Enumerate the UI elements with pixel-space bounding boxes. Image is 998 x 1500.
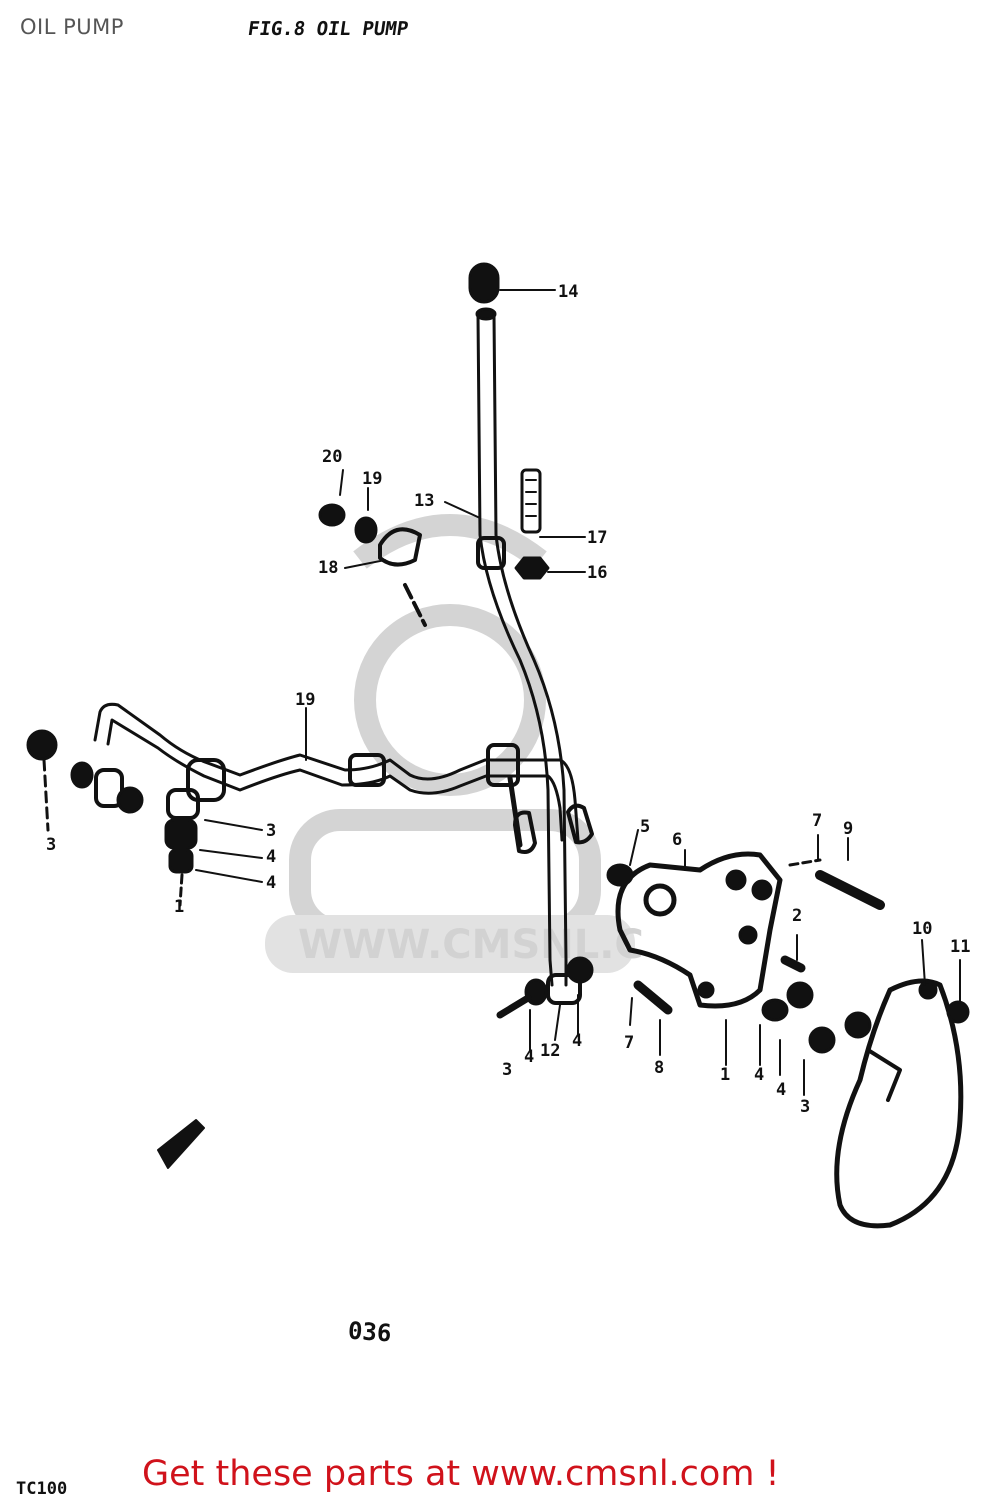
hose-end [513, 810, 537, 854]
callout-6: 6 [672, 830, 682, 850]
page-code: 036 [347, 1316, 393, 1348]
callout-19-pipe: 19 [295, 690, 315, 710]
callout-14: 14 [558, 282, 578, 302]
model-code: TC100 [16, 1479, 68, 1499]
callout-16: 16 [587, 563, 607, 583]
callout-20: 20 [322, 447, 342, 467]
callout-12: 12 [540, 1041, 560, 1061]
cover-inner-rib [866, 1048, 902, 1102]
callout-2: 2 [792, 906, 802, 926]
pipe-clamp [348, 753, 386, 787]
callout-labels: 14 20 19 13 17 18 16 19 3 3 4 4 1 5 6 7 … [46, 282, 970, 1117]
bolt-8 [633, 980, 673, 1015]
callout-11: 11 [950, 937, 970, 957]
callout-5: 5 [640, 817, 650, 837]
callout-7-top: 7 [812, 811, 822, 831]
fitting-left [26, 729, 144, 832]
oil-pump-body [606, 851, 783, 1009]
footer-link[interactable]: Get these parts at www.cmsnl.com ! [142, 1454, 780, 1494]
leader-line [788, 858, 822, 867]
callout-3: 3 [266, 821, 276, 841]
bolt-17 [520, 468, 542, 534]
direction-arrow-icon [157, 1119, 205, 1169]
callout-19: 19 [362, 469, 382, 489]
washer-19 [354, 516, 378, 544]
cover-screw-10 [918, 980, 938, 1000]
watermark-text: WWW.CMSNL.C [298, 922, 644, 968]
bolt-2 [780, 955, 806, 973]
callout-1-right: 1 [720, 1065, 730, 1085]
callout-13: 13 [414, 491, 434, 511]
callout-10: 10 [912, 919, 932, 939]
banjo-fitting-12 [496, 956, 594, 1019]
callout-4-right-b: 4 [776, 1080, 786, 1100]
callout-7-bottom: 7 [624, 1033, 634, 1053]
nut-16 [514, 556, 550, 580]
callout-4: 4 [266, 847, 276, 867]
clamp-13 [476, 536, 506, 570]
callout-4-right: 4 [754, 1065, 764, 1085]
callout-9: 9 [843, 819, 853, 839]
hose-end [566, 803, 594, 845]
page-title: OIL PUMP [20, 15, 124, 39]
callout-3-bottom: 3 [502, 1060, 512, 1080]
cap-14 [468, 262, 500, 304]
cover-screw-11 [946, 1000, 970, 1024]
bolt-9 [815, 870, 885, 910]
callout-8: 8 [654, 1058, 664, 1078]
callout-18: 18 [318, 558, 338, 578]
pump-cover [834, 978, 964, 1229]
callout-1-left: 1 [174, 897, 184, 917]
plug-18 [378, 527, 427, 627]
callout-4-bottom: 4 [524, 1047, 534, 1067]
watermark-band [265, 915, 635, 973]
leader-lines [195, 289, 961, 1096]
callout-3-right: 3 [800, 1097, 810, 1117]
callout-4-bottom-b: 4 [572, 1031, 582, 1051]
cap-20 [318, 503, 346, 527]
callout-4b: 4 [266, 873, 276, 893]
fitting-right [761, 981, 872, 1054]
pipe-clamp [486, 743, 520, 787]
cms-watermark-logo [289, 514, 601, 941]
callout-3-left: 3 [46, 835, 56, 855]
callout-17: 17 [587, 528, 607, 548]
banjo-fitting-left [164, 758, 226, 907]
